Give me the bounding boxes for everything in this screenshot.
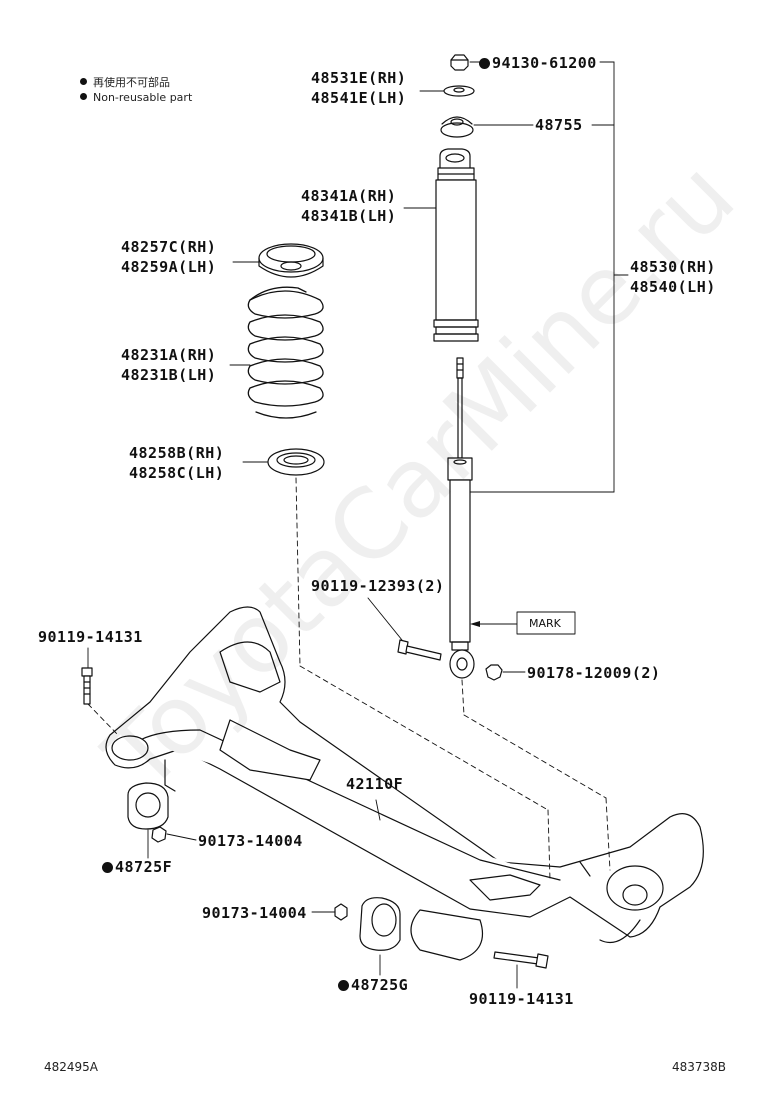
mark-callout (516, 611, 576, 635)
bushing-nut-lower-part (334, 903, 348, 921)
legend-text-en: Non-reusable part (93, 91, 193, 104)
label-90173-lower: 90173-14004 (202, 904, 307, 922)
label-94130: 94130-61200 (479, 54, 597, 73)
coil-spring-part (247, 286, 324, 419)
upper-spring-seat-part (258, 243, 324, 278)
lower-spring-seat-part (267, 448, 325, 476)
label-48257c: 48257C(RH) (121, 238, 217, 256)
label-48541e: 48541E(LH) (311, 89, 407, 107)
label-48530: 48530(RH) (630, 258, 716, 276)
label-48725g: 48725G (338, 976, 408, 995)
mark-label: MARK (529, 617, 561, 630)
label-48258c: 48258C(LH) (129, 464, 225, 482)
label-48258b: 48258B(RH) (129, 444, 225, 462)
label-90173-upper: 90173-14004 (198, 832, 303, 850)
non-reusable-bullet-icon (479, 58, 490, 69)
label-48341b: 48341B(LH) (301, 207, 397, 225)
label-90178: 90178-12009(2) (527, 664, 661, 682)
mark-arrow-icon (470, 621, 480, 627)
dust-boot-part (433, 148, 479, 342)
bullet-icon (80, 93, 87, 100)
label-48259a: 48259A(LH) (121, 258, 217, 276)
label-42110f: 42110F (346, 775, 404, 793)
support-mount-part (440, 116, 474, 138)
label-48540: 48540(LH) (630, 278, 716, 296)
assembly-dashed-lines (87, 477, 611, 881)
shock-bolt-part (397, 639, 442, 661)
label-48231a: 48231A(RH) (121, 346, 217, 364)
label-48341a: 48341A(RH) (301, 187, 397, 205)
non-reusable-bullet-icon (102, 862, 113, 873)
shock-nut-part (485, 664, 503, 681)
bushing-lower-part (359, 897, 401, 951)
label-48725f: 48725F (102, 858, 172, 877)
diagram-code-right: 483738B (672, 1060, 727, 1074)
label-48755: 48755 (535, 116, 583, 134)
washer-part (443, 85, 475, 97)
label-48531e: 48531E(RH) (311, 69, 407, 87)
axle-bolt-right-part (493, 951, 549, 969)
bushing-nut-upper-part (151, 826, 167, 843)
legend-line-english: Non-reusable part (80, 91, 192, 104)
label-90119-14131-top: 90119-14131 (38, 628, 143, 646)
bushing-upper-part (127, 782, 169, 830)
rear-axle-beam-part (105, 606, 704, 961)
axle-bolt-left-part (81, 667, 93, 705)
shock-absorber-part (447, 357, 475, 679)
legend-text-jp: 再使用不可部品 (93, 76, 170, 89)
legend-line-japanese: 再使用不可部品 (80, 74, 170, 90)
nut-part (450, 54, 469, 71)
non-reusable-bullet-icon (338, 980, 349, 991)
label-48231b: 48231B(LH) (121, 366, 217, 384)
bullet-icon (80, 78, 87, 85)
diagram-code-left: 482495A (44, 1060, 99, 1074)
leader-lines (87, 61, 629, 989)
label-90119-14131-bottom: 90119-14131 (469, 990, 574, 1008)
label-90119-12393: 90119-12393(2) (311, 577, 445, 595)
